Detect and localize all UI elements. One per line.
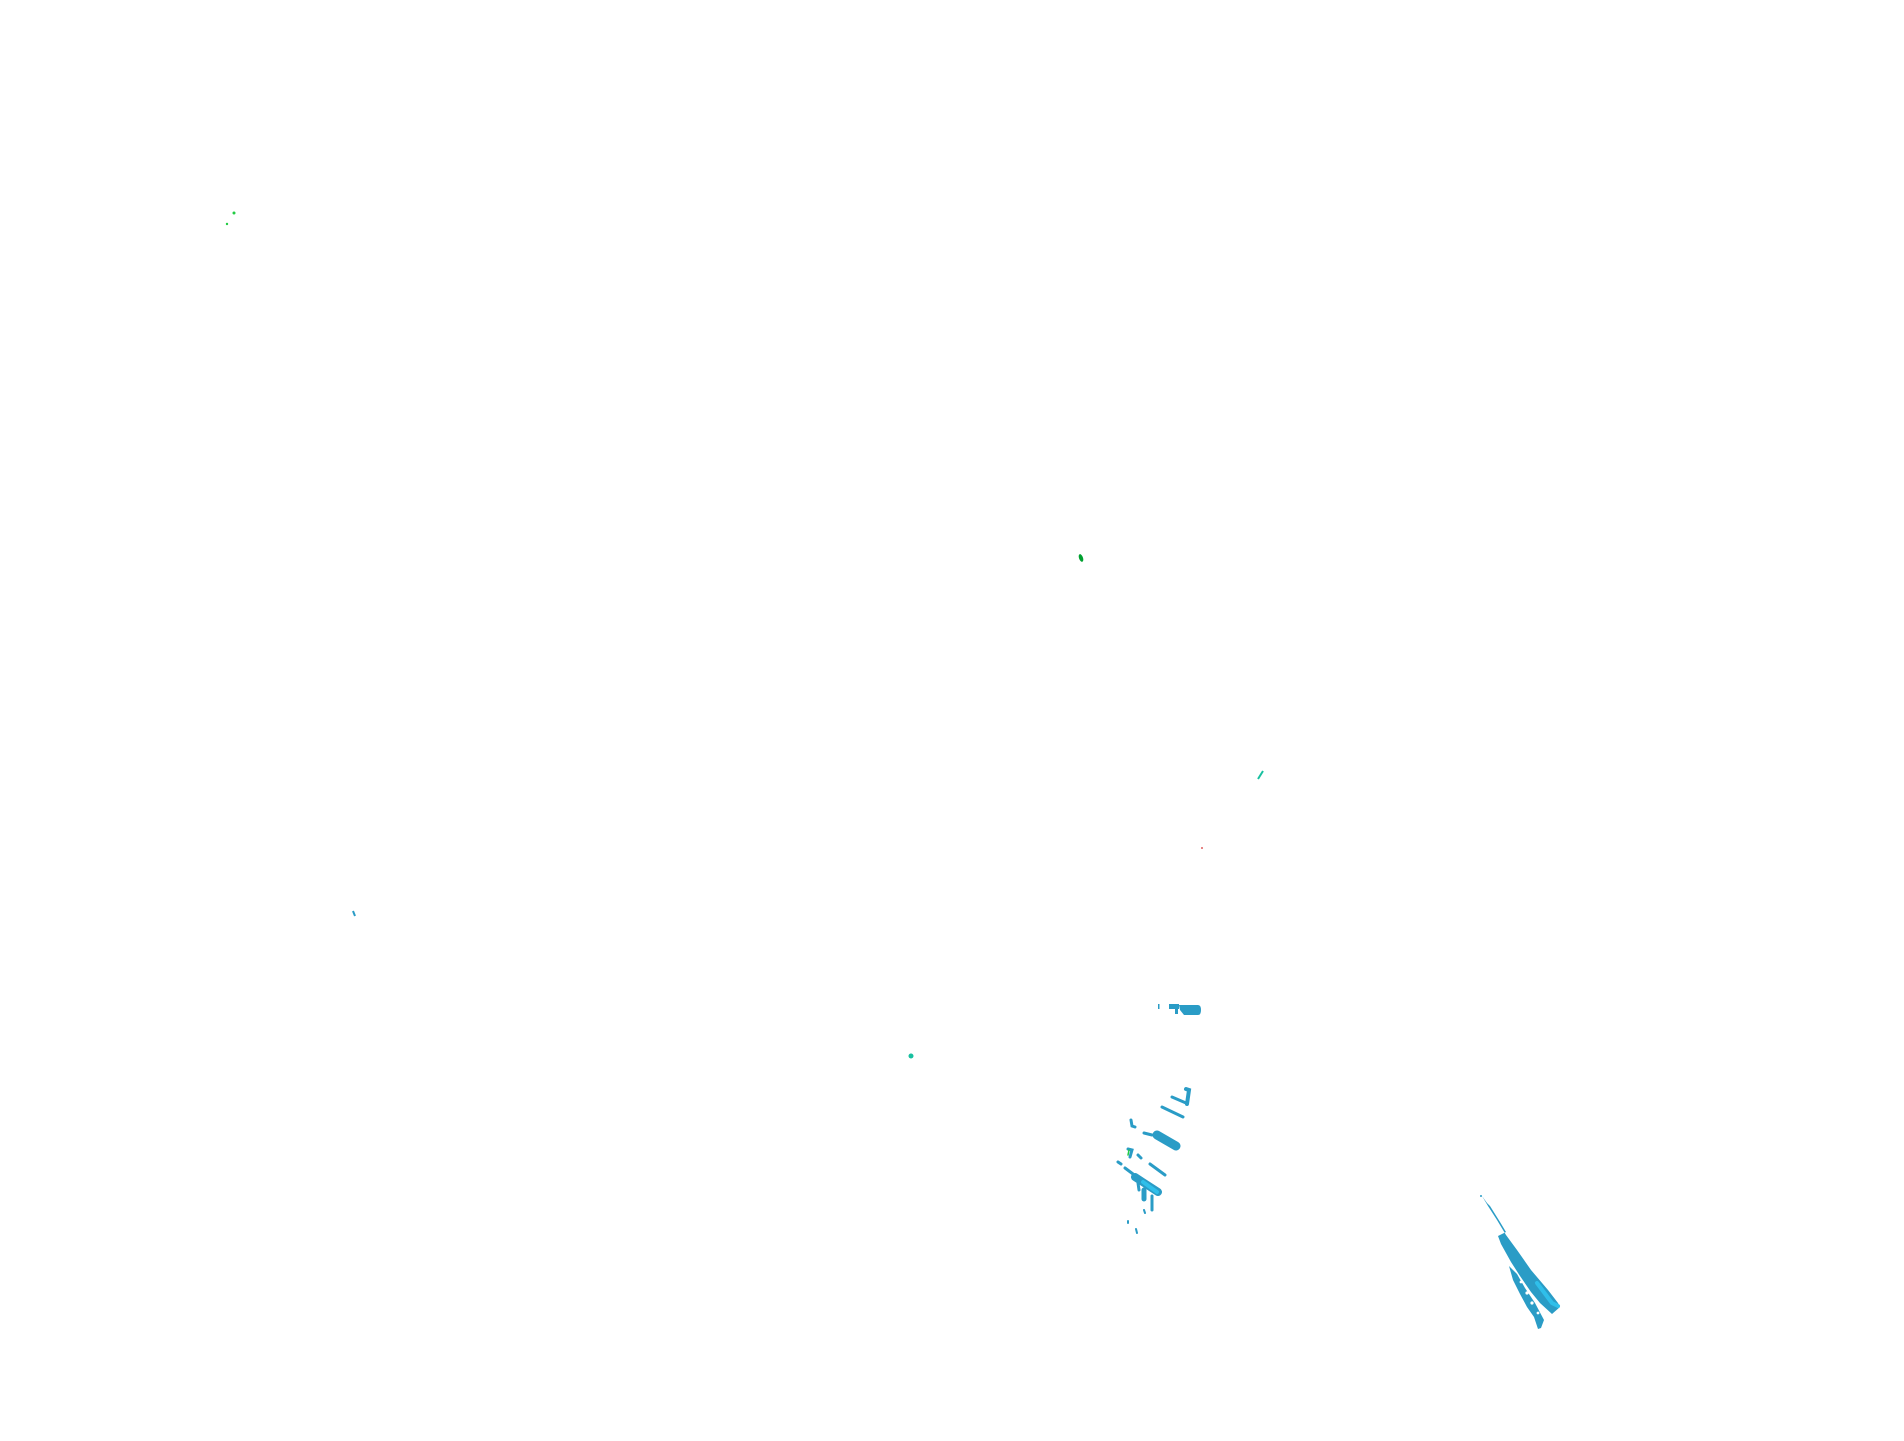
stray-points bbox=[225, 211, 1264, 1059]
point-green-1 bbox=[232, 211, 236, 215]
point-green-2 bbox=[225, 222, 229, 226]
cluster-slats bbox=[1116, 1087, 1192, 1234]
point-blue bbox=[352, 910, 356, 917]
point-dark-green bbox=[1078, 554, 1084, 562]
point-red bbox=[1201, 847, 1203, 849]
point-teal-1 bbox=[1257, 770, 1264, 780]
cluster-diagonal bbox=[1480, 1195, 1560, 1329]
point-teal-2 bbox=[908, 1053, 914, 1059]
cluster-upper bbox=[1158, 1004, 1201, 1015]
